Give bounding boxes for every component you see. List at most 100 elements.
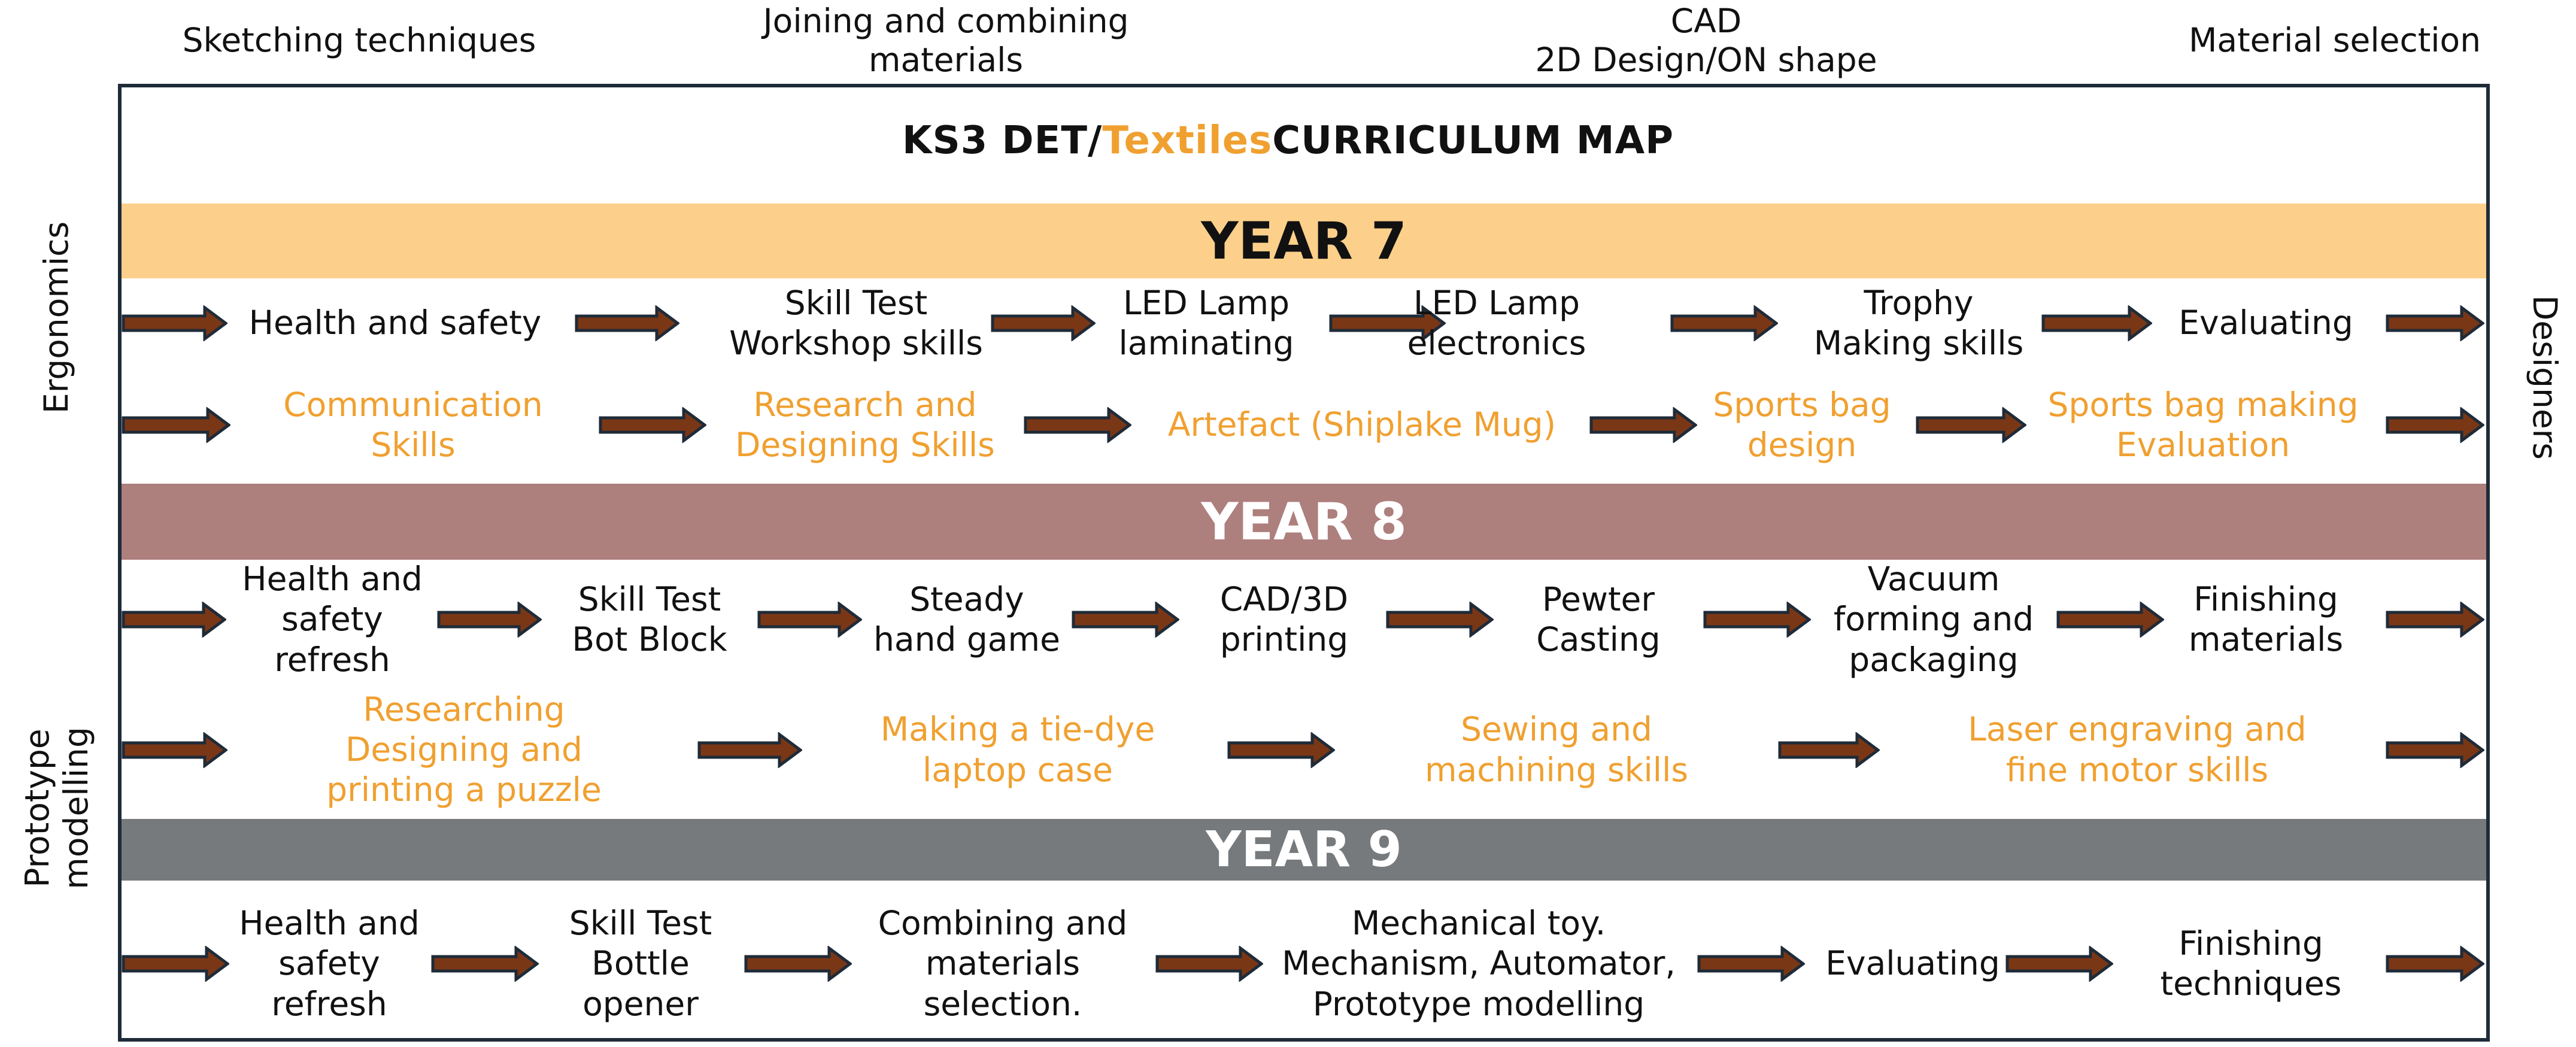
topic-node: Finishing techniques xyxy=(2160,924,2342,1003)
arrow-shape xyxy=(1155,946,1263,982)
arrow-shape xyxy=(575,305,679,341)
year-9-row-1: Health and safety refresh Skill Test Bott… xyxy=(122,892,2486,1036)
arrow-icon xyxy=(697,732,802,768)
flow-arrow xyxy=(1072,602,1179,638)
topic-node: LED Lamp electronics xyxy=(1407,283,1586,362)
topic-node: Vacuum forming and packaging xyxy=(1833,560,2034,679)
flow-arrow xyxy=(1697,946,1805,982)
title-prefix: KS3 DET/ xyxy=(902,119,1103,163)
curriculum-map-frame xyxy=(118,84,2490,1042)
flow-arrow xyxy=(757,602,862,638)
year-8-band: YEAR 8 xyxy=(122,484,2486,560)
flow-arrow xyxy=(1024,407,1131,443)
flow-arrow xyxy=(2386,732,2484,768)
year-7-band: YEAR 7 xyxy=(122,204,2486,278)
arrow-shape xyxy=(2386,407,2484,443)
arrow-shape xyxy=(2056,602,2164,638)
arrow-icon xyxy=(1386,602,1494,638)
arrow-icon xyxy=(2386,946,2484,982)
topic-node: CAD/3D printing xyxy=(1219,579,1349,658)
topic-node: Health and safety refresh xyxy=(242,560,423,679)
arrow-icon xyxy=(1778,732,1880,768)
topic-node: Evaluating xyxy=(1825,944,2000,983)
flow-arrow xyxy=(122,407,230,443)
arrow-shape xyxy=(1329,305,1446,341)
arrow-shape xyxy=(122,732,227,768)
arrow-icon xyxy=(437,602,542,638)
arrow-icon xyxy=(122,407,230,443)
flow-arrow xyxy=(431,946,539,982)
flow-arrow xyxy=(2041,305,2152,341)
topic-node: Skill Test Bottle opener xyxy=(569,904,712,1023)
topic-node: Laser engraving and fine motor skills xyxy=(1968,710,2307,789)
top-label-cad: CAD 2D Design/ON shape xyxy=(1535,1,1877,79)
arrow-icon xyxy=(575,305,679,341)
arrow-shape xyxy=(744,946,852,982)
flow-arrow xyxy=(1155,946,1263,982)
arrow-icon xyxy=(1697,946,1805,982)
flow-arrow xyxy=(1589,407,1697,443)
arrow-shape xyxy=(1916,407,2026,443)
arrow-shape xyxy=(2386,602,2484,638)
arrow-shape xyxy=(2386,946,2484,982)
flow-arrow xyxy=(122,602,226,638)
arrow-icon xyxy=(1916,407,2026,443)
flow-arrow xyxy=(122,946,229,982)
topic-node: Research and Designing Skills xyxy=(735,385,995,464)
arrow-icon xyxy=(599,407,706,443)
arrow-icon xyxy=(2386,602,2484,638)
arrow-icon xyxy=(122,305,227,341)
arrow-shape xyxy=(1386,602,1494,638)
flow-arrow xyxy=(2056,602,2164,638)
arrow-shape xyxy=(122,407,230,443)
topic-node: Health and safety xyxy=(248,304,542,342)
topic-node: Skill Test Bot Block xyxy=(572,579,727,658)
flow-arrow xyxy=(697,732,802,768)
arrow-icon xyxy=(122,946,229,982)
arrow-shape xyxy=(1778,732,1880,768)
arrow-shape xyxy=(2041,305,2152,341)
year-8-row-2: Researching Designing and printing a puz… xyxy=(122,690,2486,809)
flow-arrow xyxy=(2386,602,2484,638)
topic-node: Skill Test Workshop skills xyxy=(729,283,983,362)
flow-arrow xyxy=(1703,602,1811,638)
arrow-shape xyxy=(599,407,706,443)
topic-node: Making a tie-dye laptop case xyxy=(880,710,1155,789)
arrow-icon xyxy=(1703,602,1811,638)
flow-arrow xyxy=(2386,946,2484,982)
arrow-shape xyxy=(1072,602,1179,638)
flow-arrow xyxy=(2386,305,2484,341)
topic-node: LED Lamp laminating xyxy=(1118,283,1294,362)
title-suffix: CURRICULUM MAP xyxy=(1272,119,1674,163)
flow-arrow xyxy=(1778,732,1880,768)
side-label-designers: Designers xyxy=(2525,295,2564,460)
arrow-icon xyxy=(1589,407,1697,443)
arrow-shape xyxy=(122,305,227,341)
arrow-icon xyxy=(1155,946,1263,982)
flow-arrow xyxy=(1227,732,1335,768)
topic-node: Health and safety refresh xyxy=(239,904,420,1023)
map-title: KS3 DET/Textiles CURRICULUM MAP xyxy=(0,84,2576,198)
arrow-shape xyxy=(431,946,539,982)
arrow-icon xyxy=(1072,602,1179,638)
flow-arrow xyxy=(1329,305,1446,341)
arrow-icon xyxy=(2386,305,2484,341)
flow-arrow xyxy=(2386,407,2484,443)
topic-node: Combining and materials selection. xyxy=(878,904,1128,1023)
arrow-shape xyxy=(991,305,1096,341)
top-label-sketching: Sketching techniques xyxy=(182,21,536,60)
arrow-icon xyxy=(1329,305,1446,341)
flow-arrow xyxy=(122,732,227,768)
flow-arrow xyxy=(1670,305,1778,341)
arrow-shape xyxy=(2386,305,2484,341)
arrow-icon xyxy=(757,602,862,638)
topic-node: Trophy Making skills xyxy=(1813,283,2024,362)
arrow-shape xyxy=(757,602,862,638)
arrow-shape xyxy=(122,602,226,638)
topic-node: Sports bag design xyxy=(1713,385,1891,464)
arrow-icon xyxy=(122,732,227,768)
arrow-shape xyxy=(437,602,542,638)
flow-arrow xyxy=(437,602,542,638)
arrow-shape xyxy=(1589,407,1697,443)
